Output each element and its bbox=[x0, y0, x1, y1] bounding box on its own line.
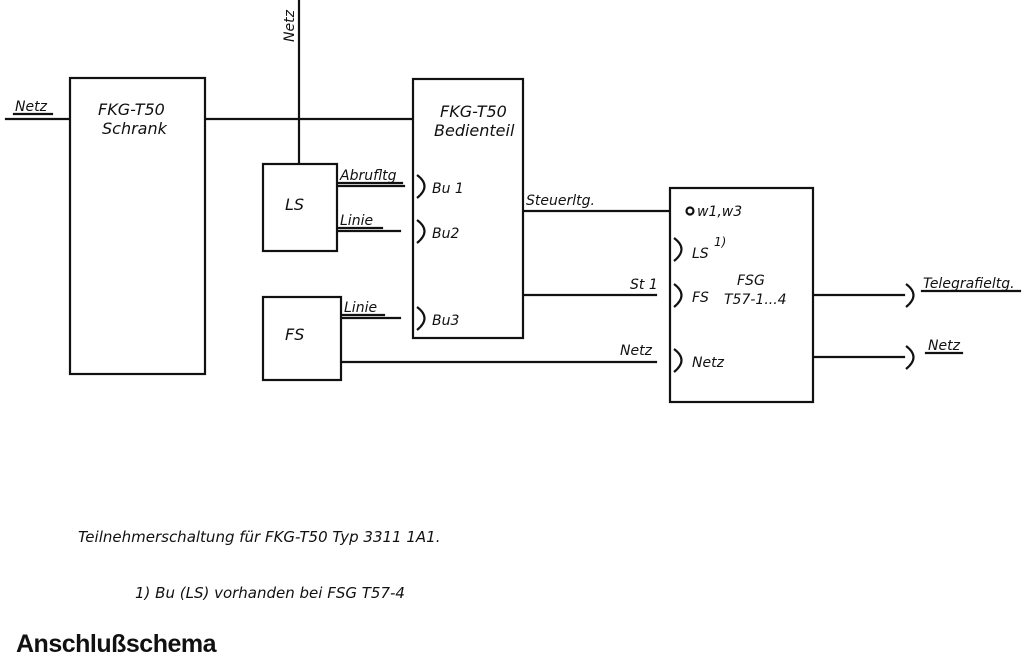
schrank-box bbox=[68, 76, 207, 376]
jack-bu1-icon bbox=[416, 174, 426, 199]
label-steuerltg: Steuerltg. bbox=[526, 193, 595, 209]
label-fsg-line1: FSG bbox=[737, 273, 765, 289]
label-netz-top: Netz bbox=[282, 9, 298, 42]
label-bedienteil-line2: Bedienteil bbox=[434, 121, 515, 140]
label-fs-box: FS bbox=[285, 325, 304, 344]
label-netz-jack: Netz bbox=[692, 355, 725, 371]
ls-box bbox=[261, 162, 339, 253]
label-abrufltg: Abrufltg bbox=[339, 168, 397, 184]
terminal-w1w3-icon bbox=[685, 206, 695, 216]
label-bu3: Bu3 bbox=[432, 313, 459, 329]
label-schrank-line1: FKG-T50 bbox=[98, 100, 165, 119]
fs-box bbox=[261, 295, 343, 382]
footnote-caption: 1) Bu (LS) vorhanden bei FSG T57-4 bbox=[135, 584, 405, 602]
fsg-box bbox=[668, 186, 815, 404]
label-netz-right: Netz bbox=[928, 338, 961, 354]
plug-netz-right-icon bbox=[905, 345, 915, 370]
label-netz-left: Netz bbox=[15, 99, 48, 115]
label-fsg-line2: T57-1...4 bbox=[724, 292, 787, 308]
label-bu2: Bu2 bbox=[432, 226, 459, 242]
label-bedienteil-line1: FKG-T50 bbox=[440, 102, 507, 121]
jack-netz-icon bbox=[673, 348, 683, 373]
label-netz-fsg-in: Netz bbox=[620, 343, 653, 359]
bedienteil-box bbox=[411, 77, 525, 340]
jack-ls-icon bbox=[673, 237, 683, 262]
label-ls-jack: LS bbox=[692, 246, 709, 262]
plug-telegrafieltg-icon bbox=[905, 283, 915, 308]
jack-fs-icon bbox=[673, 283, 683, 308]
label-linie-ls: Linie bbox=[340, 213, 373, 229]
label-schrank-line2: Schrank bbox=[102, 119, 168, 138]
page-heading: Anschlußschema bbox=[16, 630, 217, 658]
label-linie-fs: Linie bbox=[344, 300, 377, 316]
label-telegrafieltg: Telegrafieltg. bbox=[923, 276, 1015, 292]
label-bu1: Bu 1 bbox=[432, 181, 464, 197]
label-ls-box: LS bbox=[285, 195, 304, 214]
label-w1w3: w1,w3 bbox=[697, 204, 742, 220]
jack-bu3-icon bbox=[416, 306, 426, 331]
diagram-title-caption: Teilnehmerschaltung für FKG-T50 Typ 3311… bbox=[78, 528, 441, 546]
label-fs-jack: FS bbox=[692, 290, 709, 306]
label-st1: St 1 bbox=[630, 277, 658, 293]
jack-bu2-icon bbox=[416, 219, 426, 244]
label-ls-note-mark: 1) bbox=[714, 235, 726, 249]
